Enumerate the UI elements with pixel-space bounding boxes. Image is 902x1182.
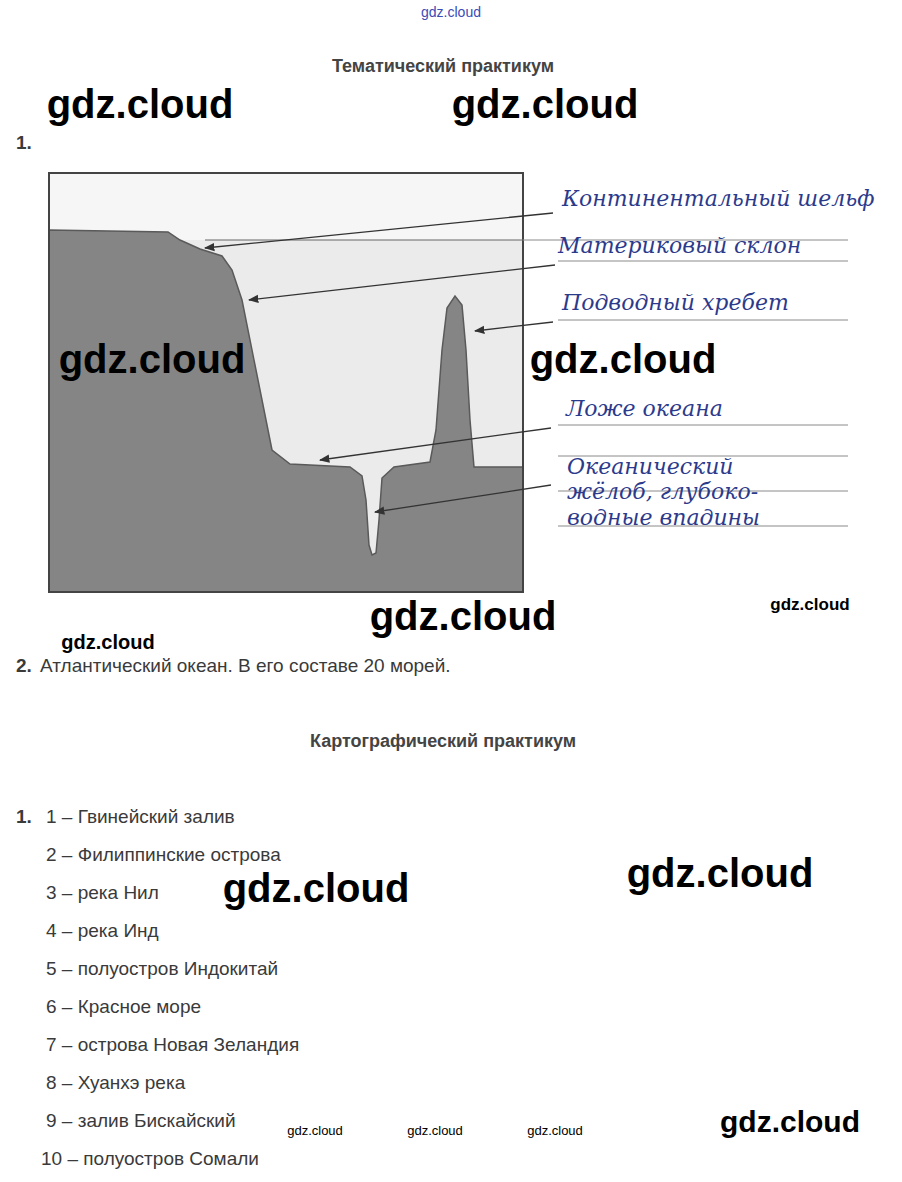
watermark: gdz.cloud	[61, 631, 154, 654]
watermark: gdz.cloud	[527, 1124, 583, 1139]
item-number: 2.	[16, 655, 32, 677]
item-number: 1.	[16, 132, 32, 154]
watermark: gdz.cloud	[370, 593, 557, 639]
handwritten-label: Ложе океана	[566, 396, 723, 421]
section-heading: Тематический практикум	[332, 56, 554, 77]
watermark: gdz.cloud	[770, 595, 849, 615]
answer-item: 8 – Хуанхэ река	[46, 1072, 185, 1094]
frame	[49, 173, 523, 592]
water-surface	[205, 240, 523, 241]
body-text: Атлантический океан. В его составе 20 мо…	[40, 655, 451, 677]
watermark: gdz.cloud	[421, 4, 481, 20]
handwritten-label: Континентальный шельф	[562, 186, 874, 211]
item-number: 1.	[16, 806, 32, 828]
frame-ground	[49, 173, 523, 592]
watermark: gdz.cloud	[287, 1124, 343, 1139]
sea-floor	[49, 230, 523, 592]
answer-item: 9 – залив Бискайский	[46, 1110, 236, 1132]
handwritten-label: Материковый склон	[558, 233, 801, 258]
answer-item: 3 – река Нил	[46, 882, 159, 904]
section-heading: Картографический практикум	[310, 731, 576, 752]
watermark: gdz.cloud	[627, 850, 814, 896]
answer-item: 4 – река Инд	[46, 920, 159, 942]
leader-lines	[205, 213, 555, 512]
watermark: gdz.cloud	[59, 336, 246, 382]
watermark: gdz.cloud	[452, 81, 639, 127]
answer-item: 6 – Красное море	[46, 996, 201, 1018]
answer-item: 2 – Филиппинские острова	[46, 844, 281, 866]
answer-item: 5 – полуостров Индокитай	[46, 958, 278, 980]
watermark: gdz.cloud	[407, 1124, 463, 1139]
watermark: gdz.cloud	[720, 1105, 860, 1140]
handwritten-label: Океанический жёлоб, глубоко- водные впад…	[567, 454, 817, 530]
answer-item: 7 – острова Новая Зеландия	[46, 1034, 299, 1056]
answer-item: 1 – Гвинейский залив	[46, 806, 235, 828]
watermark: gdz.cloud	[223, 865, 410, 911]
watermark: gdz.cloud	[47, 81, 234, 127]
watermark: gdz.cloud	[530, 336, 717, 382]
handwritten-label: Подводный хребет	[562, 290, 789, 315]
answer-item: 10 – полуостров Сомали	[41, 1148, 259, 1170]
